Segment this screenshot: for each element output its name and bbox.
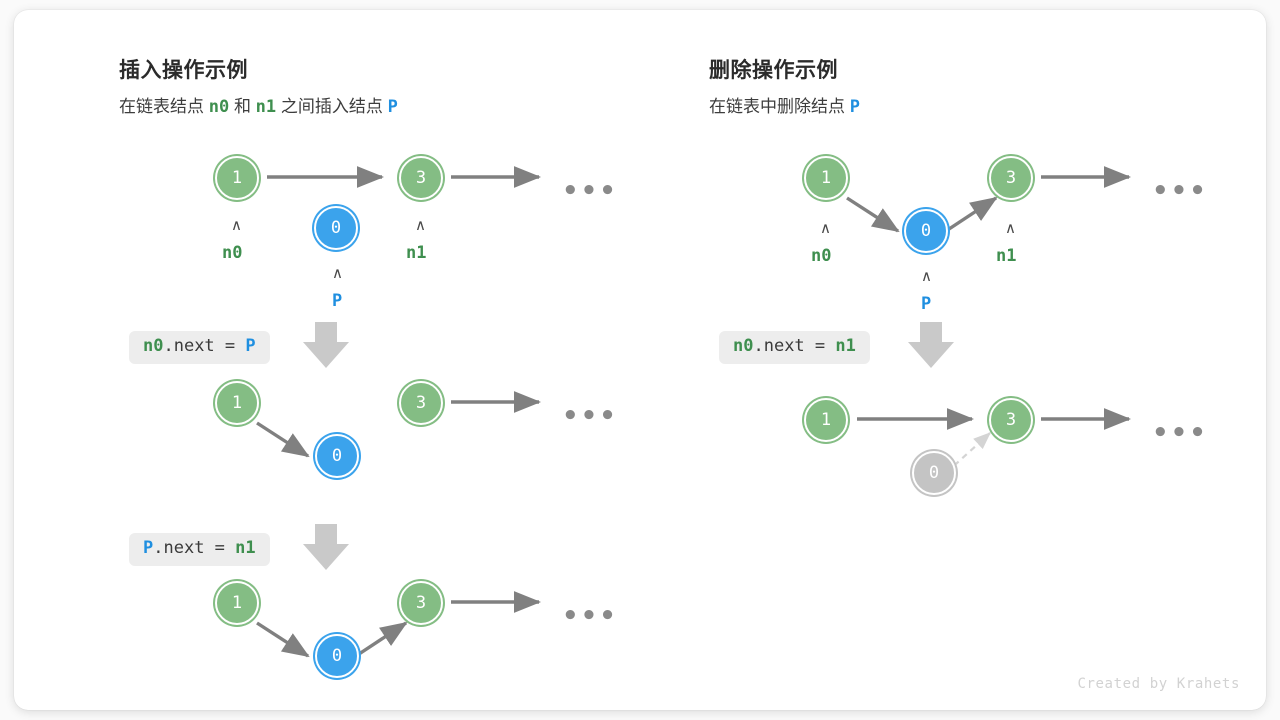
label-remove-r1-n1: n1 — [996, 246, 1017, 266]
remove-panel-subtitle: 在链表中删除结点 P — [709, 92, 860, 117]
node-insert-r1-p: 0 — [314, 206, 358, 250]
node-remove-r2-n0: 1 — [804, 398, 848, 442]
code-insert-1-lhs: n0 — [143, 336, 164, 356]
remove-panel-title: 删除操作示例 — [709, 59, 838, 82]
credit-text: Created by Krahets — [1077, 676, 1240, 692]
node-insert-r3-n1: 3 — [399, 581, 443, 625]
remove-subtitle-p: P — [849, 97, 860, 117]
label-insert-r1-n0: n0 — [222, 243, 243, 263]
insert-subtitle-text-2: 和 — [229, 97, 256, 116]
code-insert-2-op: .next = — [153, 538, 236, 558]
node-remove-r1-n1: 3 — [989, 156, 1033, 200]
node-remove-r2-n1: 3 — [989, 398, 1033, 442]
step-down-arrow-insert-1 — [303, 322, 349, 368]
remove-subtitle-text-1: 在链表中删除结点 — [709, 97, 850, 116]
node-insert-r1-n0: 1 — [215, 156, 259, 200]
insert-panel-title: 插入操作示例 — [119, 59, 248, 82]
node-remove-r1-p: 0 — [904, 209, 948, 253]
insert-subtitle-n0: n0 — [208, 97, 230, 117]
node-insert-r1-n1: 3 — [399, 156, 443, 200]
code-insert-2-lhs: P — [143, 538, 154, 558]
node-insert-r3-n0: 1 — [215, 581, 259, 625]
node-insert-r3-p: 0 — [315, 634, 359, 678]
arrow-remove-r1-p-n1 — [945, 196, 998, 233]
code-insert-1-rhs: P — [245, 336, 256, 356]
insert-subtitle-text-1: 在链表结点 — [119, 97, 209, 116]
insert-panel-subtitle: 在链表结点 n0 和 n1 之间插入结点 P — [119, 92, 398, 117]
node-remove-r2-deleted: 0 — [912, 451, 956, 495]
step-down-arrow-insert-2 — [303, 524, 349, 570]
step-down-arrow-remove-1 — [908, 322, 954, 368]
caret-remove-r1-p: ∧ — [921, 267, 932, 285]
caret-insert-r1-n1: ∧ — [415, 216, 426, 234]
ellipsis-insert-r1: ••• — [562, 176, 618, 206]
arrow-insert-r3-p-n1 — [355, 621, 408, 658]
insert-subtitle-n1: n1 — [255, 97, 277, 117]
diagram-card: 插入操作示例 在链表结点 n0 和 n1 之间插入结点 P 删除操作示例 在链表… — [14, 10, 1266, 710]
label-insert-r1-n1: n1 — [406, 243, 427, 263]
node-remove-r1-n0: 1 — [804, 156, 848, 200]
code-chip-insert-step-2: P.next = n1 — [129, 533, 270, 566]
insert-subtitle-text-3: 之间插入结点 — [276, 97, 388, 116]
code-remove-1-lhs: n0 — [733, 336, 754, 356]
caret-remove-r1-n1: ∧ — [1005, 219, 1016, 237]
code-remove-1-op: .next = — [753, 336, 836, 356]
caret-insert-r1-p: ∧ — [332, 264, 343, 282]
code-remove-1-rhs: n1 — [835, 336, 856, 356]
ellipsis-insert-r3: ••• — [562, 601, 618, 631]
label-remove-r1-p: P — [921, 294, 932, 314]
arrow-remove-r1-n0-p — [846, 196, 900, 233]
diagram-stage: 插入操作示例 在链表结点 n0 和 n1 之间插入结点 P 删除操作示例 在链表… — [14, 10, 1266, 710]
label-remove-r1-n0: n0 — [811, 246, 832, 266]
code-chip-remove-step-1: n0.next = n1 — [719, 331, 870, 364]
insert-subtitle-p: P — [387, 97, 398, 117]
arrow-insert-r2-n0-p — [256, 421, 310, 458]
caret-remove-r1-n0: ∧ — [820, 219, 831, 237]
arrow-insert-r3-n0-p — [256, 621, 310, 658]
code-chip-insert-step-1: n0.next = P — [129, 331, 270, 364]
node-insert-r2-p: 0 — [315, 434, 359, 478]
label-insert-r1-p: P — [332, 291, 343, 311]
node-insert-r2-n0: 1 — [215, 381, 259, 425]
caret-insert-r1-n0: ∧ — [231, 216, 242, 234]
ellipsis-insert-r2: ••• — [562, 401, 618, 431]
ellipsis-remove-r2: ••• — [1152, 418, 1208, 448]
code-insert-2-rhs: n1 — [235, 538, 256, 558]
code-insert-1-op: .next = — [163, 336, 246, 356]
ellipsis-remove-r1: ••• — [1152, 176, 1208, 206]
node-insert-r2-n1: 3 — [399, 381, 443, 425]
